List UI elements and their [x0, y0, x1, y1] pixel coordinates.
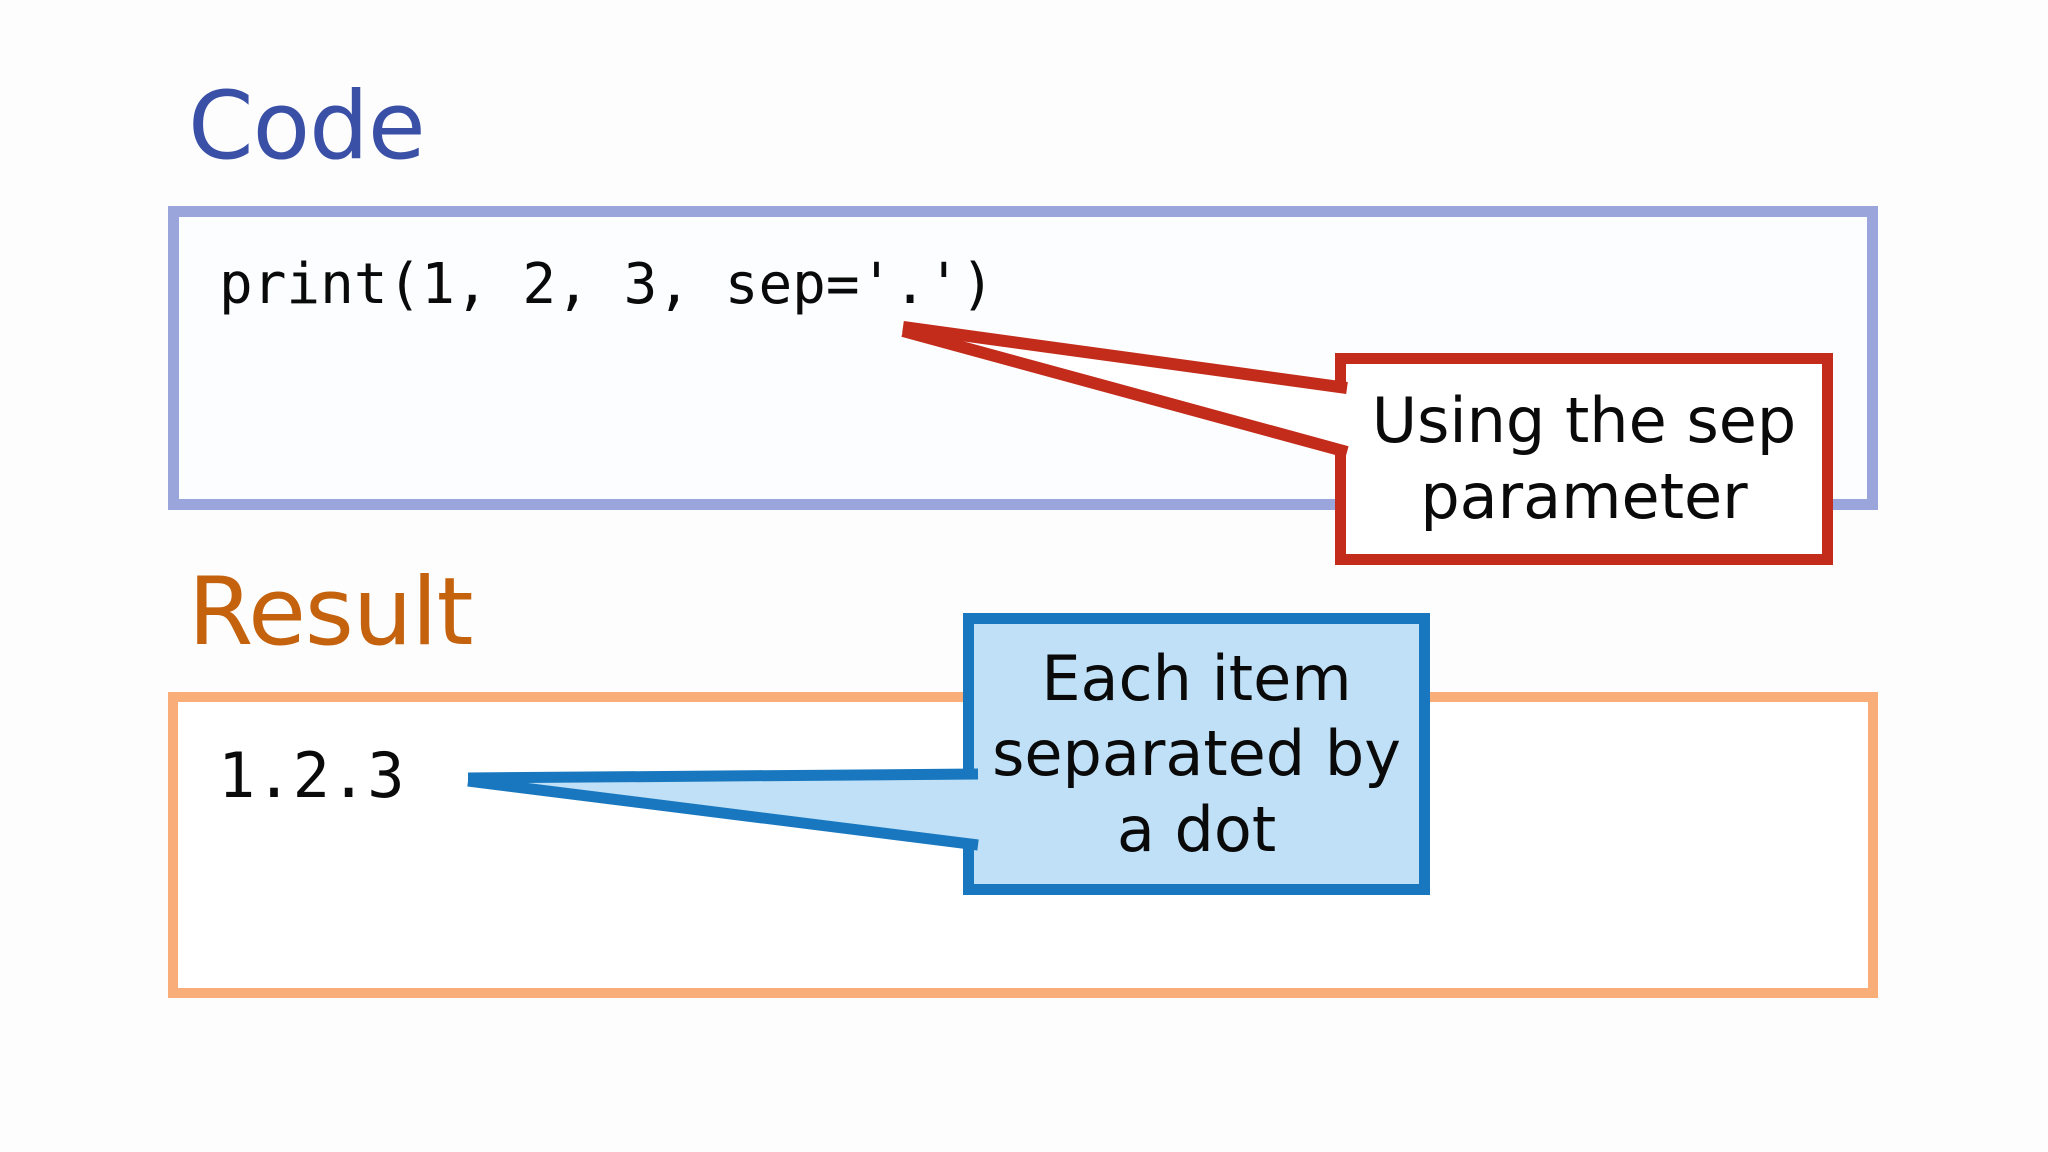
- dot-callout-line-1: Each item: [1041, 641, 1352, 715]
- sep-callout-line-1: Using the sep: [1371, 384, 1797, 458]
- dot-callout-line-3: a dot: [1116, 792, 1277, 866]
- dot-separator-callout: Each item separated by a dot: [963, 613, 1430, 895]
- code-section-heading: Code: [188, 72, 426, 181]
- code-snippet-text: print(1, 2, 3, sep='.'): [219, 252, 995, 317]
- sep-parameter-callout: Using the sep parameter: [1335, 353, 1833, 565]
- dot-callout-line-2: separated by: [992, 717, 1401, 791]
- sep-callout-line-2: parameter: [1420, 460, 1748, 533]
- result-output-text: 1.2.3: [218, 739, 405, 812]
- result-section-heading: Result: [188, 558, 473, 667]
